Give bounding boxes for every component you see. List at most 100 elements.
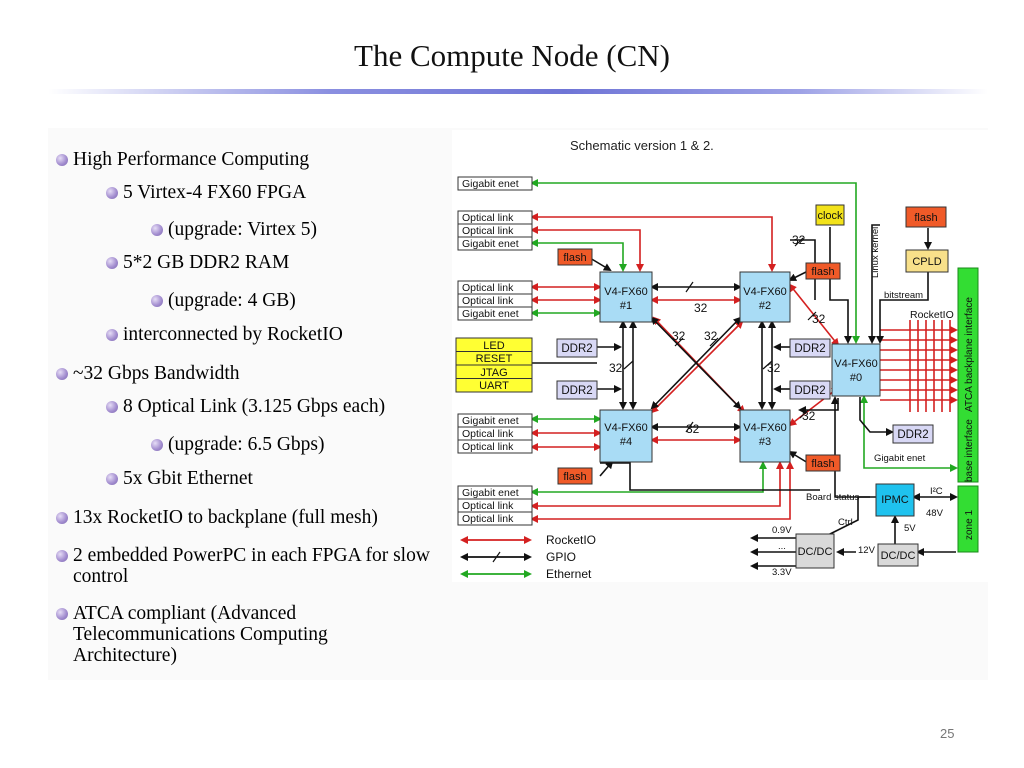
io-label-optical-link: Optical link [462, 441, 514, 453]
io-label-optical-link: Optical link [462, 513, 514, 525]
io-label-gigabit-enet: Gigabit enet [462, 178, 519, 190]
ipmc-controller: IPMC [881, 494, 909, 506]
flash-chip: flash [563, 252, 586, 264]
bullet-dot-icon [106, 473, 118, 485]
title-divider [48, 89, 988, 94]
bullet-dot-icon [56, 550, 68, 562]
debug-uart: UART [479, 380, 509, 392]
bus-width-label: 32 [812, 312, 826, 326]
legend-ethernet: Ethernet [546, 567, 592, 581]
bus-width-label: 32 [767, 361, 781, 375]
io-label-optical-link: Optical link [462, 212, 514, 224]
5v-label: 5V [904, 523, 916, 534]
fpga-label: V4-FX60 [604, 422, 647, 434]
ctrl-label: Ctrl [838, 517, 853, 528]
bullet-text: (upgrade: 4 GB) [168, 290, 296, 311]
bullet-text: ATCA compliant (Advanced Telecommunicati… [73, 603, 328, 666]
fpga-label: V4-FX60 [743, 422, 786, 434]
board-status-label: Board status [806, 492, 860, 503]
i2c-label: I²C [930, 486, 943, 497]
io-label-optical-link: Optical link [462, 225, 514, 237]
zone1-bar [957, 485, 979, 553]
legend-rocketio: RocketIO [546, 533, 596, 547]
dcdc-converter: DC/DC [798, 546, 833, 558]
ddr2-memory: DDR2 [794, 343, 825, 355]
clock-chip: clock [817, 210, 843, 222]
bullet-text: 13x RocketIO to backplane (full mesh) [73, 507, 378, 528]
bullet-dot-icon [56, 608, 68, 620]
fpga-id: #2 [759, 300, 771, 312]
bus-width-label: 32 [704, 329, 718, 343]
io-label-gigabit-enet: Gigabit enet [462, 308, 519, 320]
fpga-label: V4-FX60 [743, 286, 786, 298]
fpga-id: #3 [759, 436, 771, 448]
ddr2-memory: DDR2 [561, 343, 592, 355]
schematic-diagram: Schematic version 1 & 2. [452, 130, 988, 582]
bullet-text: ~32 Gbps Bandwidth [73, 363, 240, 384]
gigabit-enet-label: Gigabit enet [874, 453, 926, 464]
bullet-text: 8 Optical Link (3.125 Gbps each) [123, 396, 386, 417]
bullet-dot-icon [56, 368, 68, 380]
bullet-text: 2 embedded PowerPC in each FPGA for slow… [73, 545, 430, 587]
12v-label: 12V [858, 545, 876, 556]
bullet-dot-icon [106, 329, 118, 341]
bus-width-label: 32 [686, 422, 700, 436]
io-label-optical-link: Optical link [462, 428, 514, 440]
bullet-dot-icon [151, 224, 163, 236]
ddr2-memory: DDR2 [794, 385, 825, 397]
io-label-gigabit-enet: Gigabit enet [462, 487, 519, 499]
slide-title: The Compute Node (CN) [354, 38, 670, 73]
cpld-chip: CPLD [912, 256, 941, 268]
0.9v-label: 0.9V [772, 525, 792, 536]
fpga-id: #0 [850, 372, 862, 384]
bullet-text: High Performance Computing [73, 149, 310, 170]
io-label-optical-link: Optical link [462, 295, 514, 307]
bullet-dot-icon [56, 154, 68, 166]
fpga-label: V4-FX60 [604, 286, 647, 298]
bus-width-label: 32 [672, 329, 686, 343]
bullet-text: (upgrade: Virtex 5) [168, 219, 318, 240]
bus-width-label: 32 [792, 233, 806, 247]
atca-backplane-label: ATCA backplane interface [964, 297, 975, 412]
bullet-text: 5 Virtex-4 FX60 FPGA [123, 182, 307, 203]
zone1-label: zone 1 [964, 510, 975, 540]
ddr2-memory: DDR2 [561, 385, 592, 397]
bullet-text: interconnected by RocketIO [123, 324, 343, 345]
schematic-caption: Schematic version 1 & 2. [570, 138, 714, 153]
io-label-optical-link: Optical link [462, 500, 514, 512]
bullet-text: (upgrade: 6.5 Gbps) [168, 434, 325, 455]
bullet-dot-icon [106, 401, 118, 413]
atca-backplane-bar [957, 267, 979, 483]
io-label-gigabit-enet: Gigabit enet [462, 238, 519, 250]
ddr2-memory: DDR2 [897, 429, 928, 441]
bullet-dot-icon [151, 295, 163, 307]
dcdc-converter: DC/DC [881, 550, 916, 562]
debug-reset: RESET [476, 353, 513, 365]
legend-gpio: GPIO [546, 550, 576, 564]
io-label-gigabit-enet: Gigabit enet [462, 415, 519, 427]
io-label-optical-link: Optical link [462, 282, 514, 294]
base-interface-label: base interface [964, 419, 975, 482]
page-number: 25 [940, 726, 955, 741]
bus-width-label: 32 [802, 409, 816, 423]
bullet-dot-icon [151, 439, 163, 451]
bullet-text: 5x Gbit Ethernet [123, 468, 253, 489]
bullet-dot-icon [106, 187, 118, 199]
flash-chip: flash [811, 458, 834, 470]
bullet-dot-icon [106, 257, 118, 269]
debug-led: LED [483, 340, 504, 352]
bus-width-label: 32 [609, 361, 623, 375]
bitstream-label: bitstream [884, 290, 923, 301]
linux-kernel-label: Linux kernel [870, 227, 881, 278]
debug-jtag: JTAG [480, 367, 507, 379]
fpga-id: #4 [620, 436, 632, 448]
bullet-text: 5*2 GB DDR2 RAM [123, 252, 290, 273]
fpga-id: #1 [620, 300, 632, 312]
bullet-dot-icon [56, 512, 68, 524]
48v-label: 48V [926, 508, 944, 519]
flash-chip: flash [914, 212, 937, 224]
dots-label: ... [778, 541, 786, 552]
flash-chip: flash [563, 471, 586, 483]
bus-width-label: 32 [694, 301, 708, 315]
rocketio-label: RocketIO [910, 309, 954, 321]
